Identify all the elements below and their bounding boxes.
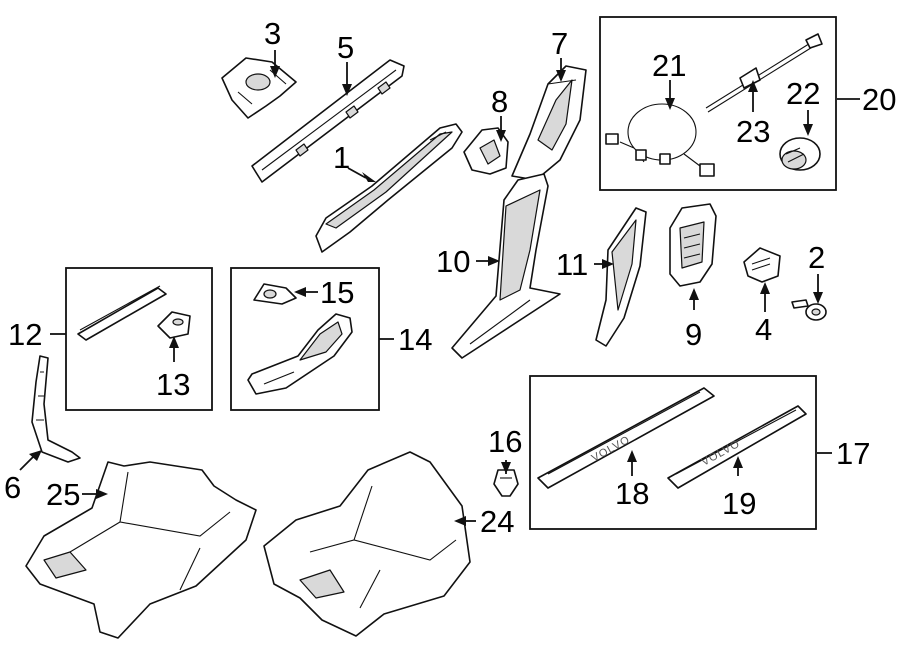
callout-20: 20: [862, 82, 896, 117]
callout-15: 15: [320, 275, 354, 310]
callout-25: 25: [46, 477, 80, 512]
callout-labels: 3 5 1 7 8 10 11 9 4 2 21 22 23 20 12 13 …: [4, 16, 896, 539]
callout-18: 18: [615, 476, 649, 511]
part-21-wiring-harness: [605, 103, 715, 177]
callout-19: 19: [722, 486, 756, 521]
part-13-clip: [157, 311, 191, 339]
callout-13: 13: [156, 367, 190, 402]
part-19-rear-sill-plate: VOLVO: [667, 405, 807, 489]
callout-21: 21: [652, 48, 686, 83]
callout-2: 2: [808, 240, 825, 275]
callout-5: 5: [337, 30, 354, 65]
callout-11: 11: [556, 247, 588, 282]
part-10-b-pillar-lower: [451, 173, 561, 359]
part-25-floor-carpet: [25, 461, 257, 639]
part-24-floor-carpet: [263, 451, 471, 637]
part-4-cap: [743, 247, 781, 283]
callout-4: 4: [755, 312, 772, 347]
part-15-clip: [253, 283, 297, 305]
part-9-grille: [669, 203, 717, 287]
callout-17: 17: [836, 436, 870, 471]
part-23-cable-tie: [705, 33, 823, 113]
part-12-sill-strip: [77, 285, 167, 341]
callout-9: 9: [685, 317, 702, 352]
part-16-push-clip: [493, 469, 519, 497]
callout-12: 12: [8, 317, 42, 352]
group-box-12: [65, 267, 213, 411]
callout-6: 6: [4, 470, 21, 505]
part-11-pillar-cover: [595, 207, 647, 347]
part-1-a-pillar-trim: [315, 123, 463, 253]
callout-23: 23: [736, 114, 770, 149]
part-7-upper-b-pillar: [511, 65, 587, 181]
callout-1: 1: [333, 140, 350, 175]
part-6-bracket: [31, 355, 81, 463]
part-3-clip: [221, 57, 297, 119]
group-box-17: [529, 375, 817, 530]
callout-8: 8: [491, 84, 508, 119]
callout-10: 10: [436, 244, 470, 279]
callout-3: 3: [264, 16, 281, 51]
callout-14: 14: [398, 322, 432, 357]
group-box-20: [599, 16, 837, 191]
callout-24: 24: [480, 504, 514, 539]
callout-16: 16: [488, 424, 522, 459]
part-14-kick-panel: [247, 313, 353, 395]
leaders: [19, 50, 860, 526]
part-2-screw: [791, 299, 827, 321]
callout-7: 7: [551, 26, 568, 61]
part-8-bracket: [463, 127, 509, 175]
part-5-trim: [251, 59, 405, 183]
part-22-grommet: [779, 137, 821, 171]
callout-22: 22: [786, 76, 820, 111]
